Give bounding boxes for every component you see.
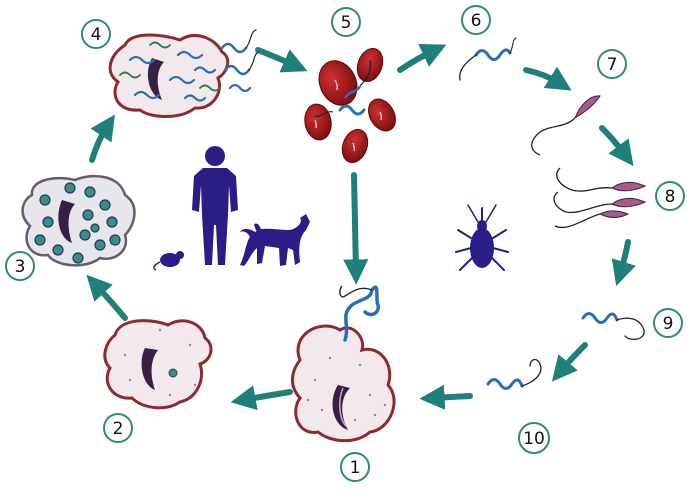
step-badge-6: 6 — [462, 6, 490, 34]
svg-text:3: 3 — [15, 257, 26, 277]
step-badge-9: 9 — [654, 309, 682, 337]
svg-text:7: 7 — [607, 55, 618, 75]
arrow-6-to-7 — [526, 70, 561, 84]
step-badge-4: 4 — [82, 20, 110, 48]
step-badge-2: 2 — [104, 414, 132, 442]
arrow-1-to-2 — [243, 392, 290, 400]
svg-text:4: 4 — [91, 25, 102, 45]
stage-8-multiplying-epimastigotes — [554, 168, 645, 227]
triatomine-bug-icon — [456, 205, 508, 270]
arrow-8-to-9 — [620, 242, 628, 274]
step-badge-8: 8 — [656, 182, 684, 210]
arrow-2-to-3 — [95, 284, 125, 318]
stage-3-multiplying-amastigotes — [23, 176, 135, 265]
arrow-4-to-5 — [258, 50, 296, 66]
arrow-5-to-1 — [354, 175, 356, 272]
svg-text:2: 2 — [113, 419, 124, 439]
stage-4-cell-releasing-trypomastigotes — [110, 30, 258, 117]
svg-text:10: 10 — [523, 429, 545, 449]
arrow-5-to-6 — [400, 50, 435, 70]
red-blood-cells — [302, 45, 401, 166]
stage-10-trypomastigote-in-feces — [488, 360, 541, 389]
stage-2-cell-with-amastigote — [105, 321, 211, 408]
svg-text:1: 1 — [350, 458, 361, 478]
arrow-7-to-8 — [602, 128, 626, 156]
arrow-9-to-10 — [560, 345, 585, 372]
step-badge-5: 5 — [332, 8, 360, 36]
step-badge-10: 10 — [519, 423, 549, 453]
stage-1-infected-cell — [292, 286, 394, 441]
step-badge-1: 1 — [341, 453, 369, 481]
rodent-host-icon — [154, 251, 184, 270]
svg-text:5: 5 — [341, 13, 352, 33]
svg-text:8: 8 — [665, 187, 676, 207]
arrow-10-to-1 — [432, 396, 470, 398]
stage-5-blood-trypomastigotes — [302, 45, 401, 166]
stage-9-metacyclic-trypomastigote — [583, 314, 644, 340]
arrow-3-to-4 — [92, 125, 108, 160]
human-host-icon — [192, 146, 238, 265]
svg-text:6: 6 — [471, 11, 482, 31]
step-badge-7: 7 — [598, 50, 626, 78]
svg-text:9: 9 — [663, 314, 674, 334]
stage-7-epimastigote — [532, 96, 600, 155]
stage-6-trypomastigote-in-vector — [460, 38, 516, 80]
dog-host-icon — [240, 214, 310, 266]
step-badge-3: 3 — [6, 252, 34, 280]
